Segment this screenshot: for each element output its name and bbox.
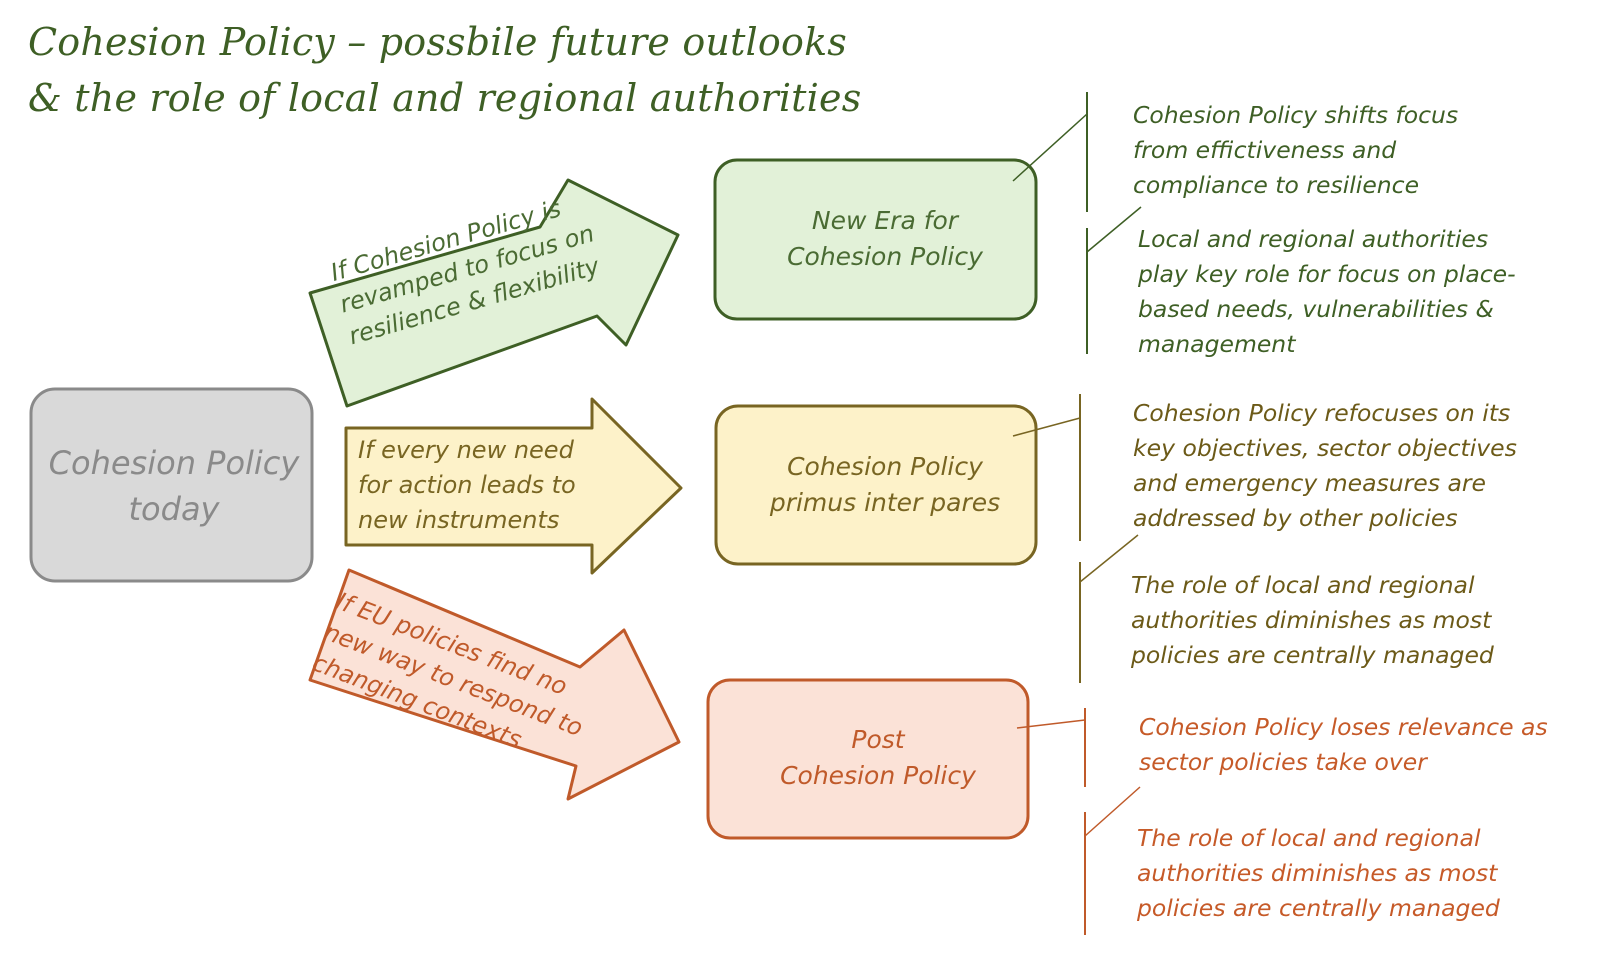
outcome-post-focus: Cohesion Policy loses relevance as secto… bbox=[1139, 713, 1548, 776]
today-box bbox=[29, 387, 314, 583]
outcome-new-era-authorities: Local and regional authorities play key … bbox=[1138, 225, 1516, 358]
outcome-post-authorities: The role of local and regional authoriti… bbox=[1137, 824, 1500, 922]
connector-new-era-1 bbox=[1012, 113, 1088, 182]
primus-box bbox=[714, 404, 1038, 566]
primus-label: Cohesion Policy primus inter pares bbox=[769, 452, 1001, 517]
outcome-new-era-focus: Cohesion Policy shifts focus from effict… bbox=[1133, 101, 1459, 199]
connector-primus-2 bbox=[1079, 534, 1139, 583]
connector-post-1 bbox=[1016, 719, 1086, 729]
connector-new-era-2 bbox=[1086, 206, 1142, 253]
arrow-top bbox=[308, 178, 680, 408]
post-box bbox=[706, 678, 1030, 840]
arrow-middle bbox=[344, 397, 683, 575]
connector-primus-1 bbox=[1012, 417, 1081, 437]
post-label: Post Cohesion Policy bbox=[780, 725, 976, 790]
page-title: Cohesion Policy – possbile future outloo… bbox=[28, 14, 861, 126]
outcome-primus-focus: Cohesion Policy refocuses on its key obj… bbox=[1133, 399, 1517, 532]
new-era-box bbox=[713, 158, 1038, 321]
arrow-bottom bbox=[308, 568, 681, 801]
arrow-middle-label: If every new need for action leads to ne… bbox=[358, 436, 576, 534]
new-era-label: New Era for Cohesion Policy bbox=[787, 206, 983, 271]
title-line-2: & the role of local and regional authori… bbox=[28, 76, 862, 120]
outcome-primus-authorities: The role of local and regional authoriti… bbox=[1131, 571, 1494, 669]
connector-post-2 bbox=[1084, 786, 1141, 837]
title-line-1: Cohesion Policy – possbile future outloo… bbox=[28, 20, 847, 64]
today-label: Cohesion Policy today bbox=[48, 444, 300, 528]
